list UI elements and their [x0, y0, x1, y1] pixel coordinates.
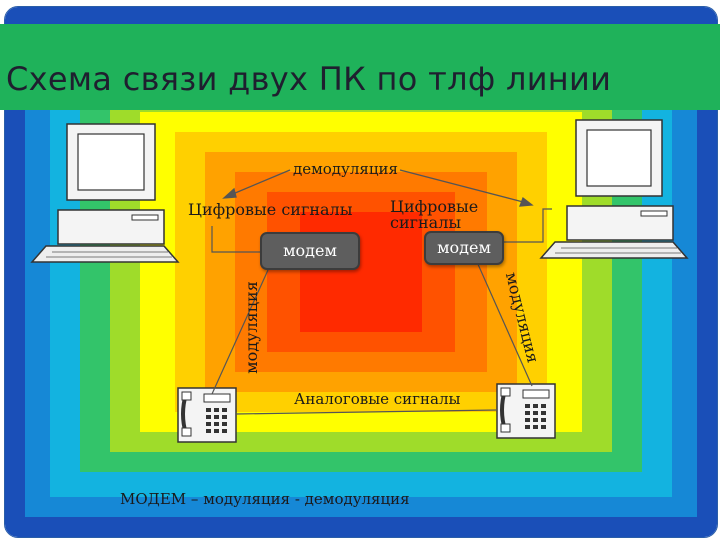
demodulation-label: демодуляция [293, 160, 398, 178]
analog-signals-label: Аналоговые сигналы [294, 390, 461, 408]
digital-signals-right-label: Цифровые сигналы [390, 197, 479, 232]
modulation-left-label: модуляция [241, 281, 261, 374]
telephone-icon [496, 383, 556, 439]
computer-icon [539, 119, 689, 259]
connection-lines [211, 208, 552, 415]
page-title: Схема связи двух ПК по тлф линии [6, 60, 612, 98]
modem-left: модем [260, 232, 360, 270]
demodulation-arrows [222, 169, 534, 207]
computer-icon [30, 123, 180, 263]
telephone-icon [177, 387, 237, 443]
footer-caption: МОДЕМ – модуляция - демодуляция [120, 490, 410, 508]
modem-right: модем [424, 231, 504, 265]
digital-signals-left-label: Цифровые сигналы [188, 200, 353, 219]
title-bar [0, 24, 720, 110]
